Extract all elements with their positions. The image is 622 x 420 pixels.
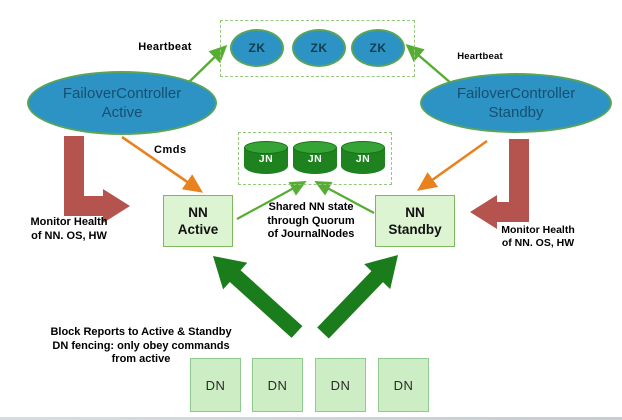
zk-node-1: ZK [230, 29, 284, 67]
heartbeat-label-left: Heartbeat [138, 41, 192, 53]
monitor-health-left-line1: Monitor Health [30, 216, 108, 228]
namenode-active-line2: Active [177, 222, 219, 237]
datanode-2-label: DN [267, 377, 288, 393]
datanode-3: DN [315, 358, 366, 412]
failover-controller-active: FailoverController Active [27, 71, 217, 135]
cmds-label: Cmds [154, 144, 187, 156]
monitor-arrowhead-right [470, 195, 497, 229]
zk-node-2-label: ZK [310, 41, 328, 55]
monitor-health-right-line2: of NN. OS, HW [501, 237, 575, 249]
monitor-health-label-left: Monitor Health of NN. OS, HW [17, 215, 121, 243]
zookeeper-ensemble-box: ZK ZK ZK [220, 20, 415, 77]
namenode-active: NN Active [163, 195, 233, 247]
shared-state-line1: Shared NN state [268, 201, 354, 213]
namenode-standby: NN Standby [375, 195, 455, 247]
monitor-health-label-right: Monitor Health of NN. OS, HW [488, 224, 588, 250]
monitor-arrow-right [497, 139, 529, 222]
failover-controller-standby: FailoverController Standby [420, 73, 612, 133]
heartbeat-arrow-right [405, 44, 453, 85]
failover-controller-standby-line1: FailoverController [456, 85, 576, 102]
shared-state-arrow-left [236, 180, 307, 220]
monitor-health-left-line2: of NN. OS, HW [31, 230, 107, 242]
block-reports-line2: DN fencing: only obey commands [52, 339, 230, 352]
monitor-arrow-left [64, 136, 103, 216]
zk-node-3: ZK [351, 29, 405, 67]
namenode-active-line1: NN [188, 205, 208, 220]
datanode-1: DN [190, 358, 241, 412]
block-reports-line3: from active [111, 353, 171, 365]
datanode-3-label: DN [330, 377, 351, 393]
zk-node-1-label: ZK [248, 41, 266, 55]
heartbeat-label-right: Heartbeat [457, 51, 503, 62]
cmds-arrow-right [416, 139, 488, 191]
block-report-arrow-left [213, 256, 303, 338]
monitor-arrowhead-left [103, 189, 130, 223]
zk-node-2: ZK [292, 29, 346, 67]
shared-state-line2: through Quorum [267, 214, 355, 227]
zk-node-3-label: ZK [369, 41, 387, 55]
failover-controller-standby-line2: Standby [488, 104, 544, 121]
failover-controller-active-line1: FailoverController [62, 85, 182, 102]
shared-state-arrow-right [314, 181, 375, 214]
jn-node-3-label: JN [355, 153, 371, 165]
shared-state-line3: of JournalNodes [267, 228, 355, 240]
cmds-arrow-left [121, 135, 204, 193]
monitor-health-right-line1: Monitor Health [501, 224, 575, 236]
namenode-standby-line1: NN [405, 205, 425, 220]
datanode-4-label: DN [393, 377, 414, 393]
jn-node-1-label: JN [258, 153, 274, 165]
block-reports-line1: Block Reports to Active & Standby [50, 326, 232, 338]
jn-node-2: JN [293, 141, 337, 174]
jn-node-1: JN [244, 141, 288, 174]
datanode-1-label: DN [205, 377, 226, 393]
jn-node-3: JN [341, 141, 385, 174]
namenode-standby-line2: Standby [388, 222, 442, 237]
journalnode-quorum-box: JN JN JN [238, 132, 392, 185]
shared-state-label: Shared NN state through Quorum of Journa… [261, 201, 361, 242]
datanode-2: DN [252, 358, 303, 412]
image-bottom-edge [0, 417, 622, 420]
heartbeat-arrow-left [186, 44, 228, 85]
jn-node-2-label: JN [307, 153, 323, 165]
datanode-4: DN [378, 358, 429, 412]
block-report-arrow-right [317, 255, 398, 339]
block-reports-label: Block Reports to Active & Standby DN fen… [40, 326, 242, 367]
failover-controller-active-line2: Active [101, 104, 143, 121]
